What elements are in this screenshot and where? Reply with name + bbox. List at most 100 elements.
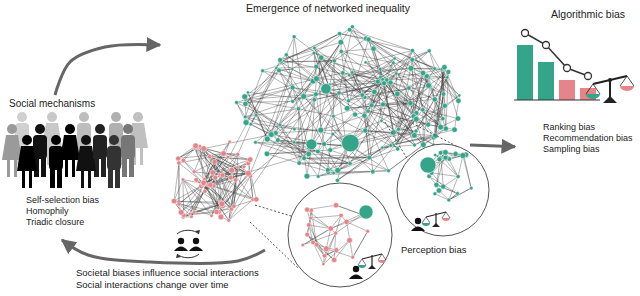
network-node (339, 213, 343, 217)
network-node (366, 109, 370, 113)
network-node (314, 76, 320, 82)
network-link (387, 69, 442, 80)
network-link (311, 93, 339, 144)
network-link (365, 97, 428, 124)
network-node (306, 151, 312, 157)
network-node (228, 140, 232, 144)
network-node (208, 182, 213, 187)
network-link (350, 30, 413, 51)
network-node (410, 48, 414, 52)
network-link (380, 69, 393, 132)
network-node (181, 178, 185, 182)
network-node (313, 46, 317, 50)
network-node (353, 112, 358, 117)
network-node (207, 155, 211, 159)
network-link (353, 231, 368, 257)
network-link (314, 53, 380, 69)
network-link (333, 134, 373, 172)
network-node (243, 119, 249, 125)
zoom-circle (397, 144, 489, 236)
network-node (347, 99, 351, 103)
network-node (363, 128, 368, 133)
network-node (443, 155, 448, 160)
network-node (396, 127, 400, 131)
network-node (293, 127, 297, 131)
zoom-network (301, 202, 373, 265)
network-node (455, 116, 460, 121)
network-link (309, 225, 331, 228)
network-link (398, 69, 434, 130)
annotation: Perception bias (400, 244, 467, 255)
network-node (442, 103, 447, 108)
network-node (380, 146, 383, 149)
list-item: Sampling bias (542, 144, 601, 155)
scale-icon (422, 212, 450, 227)
network-node (212, 159, 217, 164)
list-item: Self-selection bias (25, 195, 100, 206)
network-link (201, 162, 214, 186)
network-node (452, 127, 457, 132)
network-link (372, 58, 395, 105)
network-node (322, 142, 327, 147)
network-node (407, 86, 411, 90)
network-node (382, 81, 386, 85)
network-node (210, 170, 216, 176)
network-node (309, 216, 313, 220)
network-link (464, 155, 471, 188)
network-node (443, 150, 449, 156)
network-link (326, 89, 374, 92)
zoom-circle (288, 183, 392, 287)
network-node (411, 133, 417, 139)
network-link (429, 72, 449, 85)
network-link (365, 97, 373, 171)
network-node (456, 192, 460, 196)
network-node (210, 214, 214, 218)
network-node (364, 61, 367, 64)
network-node (304, 173, 310, 179)
network-node (458, 94, 461, 97)
network-node (218, 214, 224, 220)
network-node (350, 71, 354, 75)
network-link (183, 160, 203, 184)
network-node (420, 70, 425, 75)
network-link (286, 55, 329, 88)
network-node (213, 175, 218, 180)
network-node (193, 143, 199, 149)
network-node (314, 242, 319, 247)
network-node (426, 83, 432, 89)
network-node (433, 67, 437, 71)
network-node (201, 180, 207, 186)
network-link (380, 69, 445, 105)
network-node (447, 198, 451, 202)
network-link (231, 154, 309, 178)
network-node (456, 174, 460, 178)
network-link (383, 94, 444, 104)
network-link (341, 51, 393, 63)
network-link (387, 77, 447, 80)
group-heading: Social mechanisms (8, 98, 96, 110)
network-node (176, 156, 181, 161)
network-link (183, 202, 220, 217)
network-link (321, 58, 368, 111)
network-link (395, 58, 444, 94)
network-link (369, 104, 383, 157)
network-node (433, 192, 437, 196)
interaction-icon (173, 228, 203, 258)
network-node (433, 133, 438, 138)
network-link (334, 171, 389, 173)
network-link (174, 178, 215, 201)
network-node (347, 73, 351, 77)
network-link (204, 179, 231, 209)
network-node (181, 158, 186, 163)
network-link (256, 115, 271, 134)
network-link (446, 72, 449, 129)
network-node (380, 102, 385, 107)
network-node (369, 103, 374, 108)
network-link (179, 204, 192, 217)
network-node (319, 55, 324, 60)
network-node (367, 155, 372, 160)
network-node (337, 31, 341, 35)
network-link (314, 83, 384, 100)
network-node (312, 98, 316, 102)
